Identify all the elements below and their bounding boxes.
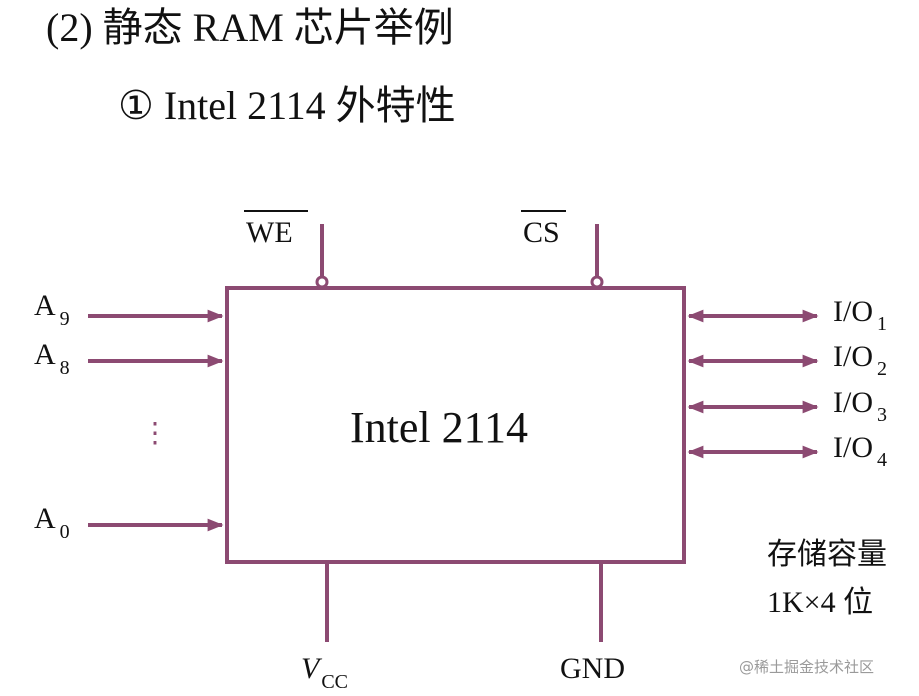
- subsection-heading: ① Intel 2114 外特性: [118, 83, 456, 128]
- chip-label: Intel 2114: [350, 403, 528, 452]
- section-heading: (2) 静态 RAM 芯片举例: [46, 5, 454, 50]
- capacity-value: 1K×4 位: [767, 586, 874, 619]
- capacity-title: 存储容量: [767, 538, 887, 571]
- cs-label: CS: [523, 216, 560, 249]
- watermark: @稀土掘金技术社区: [739, 658, 875, 676]
- address-ellipsis: ⋮: [141, 418, 169, 449]
- cs-inversion-bubble: [590, 275, 604, 289]
- gnd-label: GND: [560, 652, 625, 685]
- we-inversion-bubble: [315, 275, 329, 289]
- we-label: WE: [246, 216, 293, 249]
- chip-box: [225, 286, 686, 564]
